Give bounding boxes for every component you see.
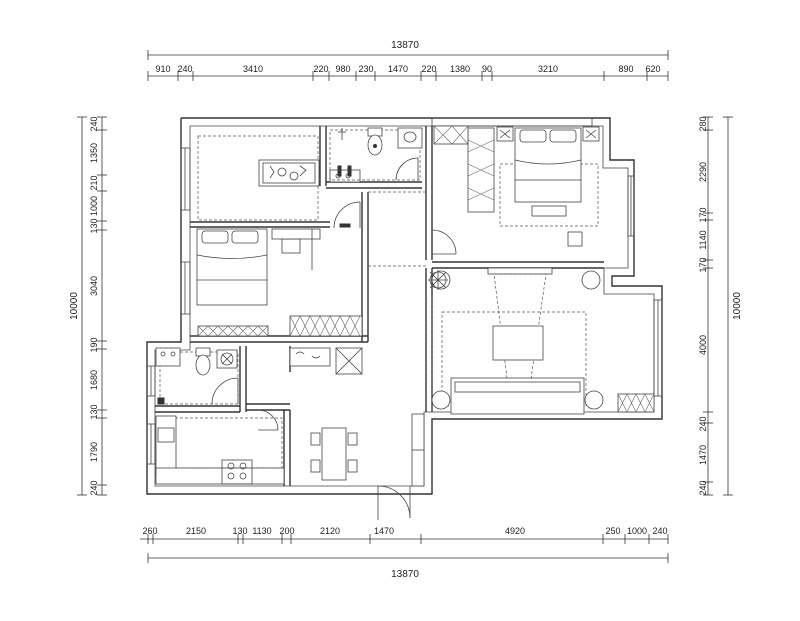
plant-icon: [428, 270, 448, 290]
top-dim-2: 240: [177, 64, 192, 74]
top-dimensions: 13870 910 240 3410 220 980 230 1470 220 …: [147, 40, 669, 81]
right-dim-1: 280: [698, 116, 708, 131]
left-dim-8: 1680: [89, 370, 99, 390]
left-dim-9: 130: [89, 404, 99, 419]
bottom-dim-9: 250: [605, 526, 620, 536]
bottom-dim-1: 260: [142, 526, 157, 536]
right-dimensions: 280 2290 170 1140 170 4000 240 1470 240 …: [698, 116, 743, 495]
left-dim-3: 210: [89, 175, 99, 190]
top-dim-12: 890: [618, 64, 633, 74]
left-total-dimension: 10000: [69, 292, 80, 320]
top-dim-1: 910: [155, 64, 170, 74]
master-bedroom: [431, 125, 600, 255]
bottom-dim-7: 1470: [374, 526, 394, 536]
left-dim-11: 240: [89, 480, 99, 495]
dining-table-icon: [310, 427, 358, 481]
top-dim-10: 90: [482, 64, 492, 74]
bottom-dim-3: 130: [232, 526, 247, 536]
bottom-dimensions: 260 2150 130 1130 200 2120 1470 4920 250…: [140, 526, 669, 580]
top-dim-3: 3410: [243, 64, 263, 74]
left-dim-6: 3040: [89, 276, 99, 296]
right-dim-5: 170: [698, 257, 708, 272]
left-dim-10: 1790: [89, 442, 99, 462]
top-dim-6: 230: [358, 64, 373, 74]
left-dimensions: 10000 240 1350 210 1000 130 3040 190 168…: [69, 116, 107, 496]
living-room: [428, 267, 655, 415]
dining-area: [289, 347, 425, 520]
sofa-icon: [450, 377, 585, 415]
toilet-icon: [367, 127, 383, 156]
left-dim-4: 1000: [89, 196, 99, 216]
left-dim-2: 1350: [89, 143, 99, 163]
top-dim-11: 3210: [538, 64, 558, 74]
bottom-dim-6: 2120: [320, 526, 340, 536]
wardrobe: [467, 127, 495, 213]
bed-icon: [196, 228, 268, 306]
bottom-dim-4: 1130: [252, 526, 271, 536]
right-dim-6: 4000: [698, 335, 708, 355]
washer-icon: [216, 349, 238, 369]
top-total-dimension: 13870: [391, 40, 419, 51]
washbasin-icon: [397, 127, 423, 149]
bottom-dim-10: 1000: [627, 526, 647, 536]
top-dim-13: 620: [645, 64, 660, 74]
corridor: [368, 191, 426, 267]
left-dim-1: 240: [89, 116, 99, 131]
left-bathroom: [155, 347, 239, 405]
toilet-icon-2: [195, 347, 211, 376]
right-dim-3: 170: [698, 207, 708, 222]
right-dim-2: 2290: [698, 162, 708, 182]
double-bed-icon: [514, 127, 582, 203]
bedroom-2: [196, 201, 363, 337]
top-dim-4: 220: [313, 64, 328, 74]
right-dim-7: 240: [698, 416, 708, 431]
bottom-dim-2: 2150: [186, 526, 206, 536]
left-dim-7: 190: [89, 337, 99, 352]
exterior-walls: [146, 117, 663, 495]
bottom-dim-8: 4920: [505, 526, 525, 536]
bottom-dim-5: 200: [279, 526, 294, 536]
bottom-total-dimension: 13870: [391, 569, 419, 580]
top-dim-5: 980: [335, 64, 350, 74]
kitchen: [155, 409, 285, 485]
right-dim-9: 240: [698, 480, 708, 495]
top-dim-8: 220: [421, 64, 436, 74]
balcony-cabinet: [617, 393, 655, 413]
right-dim-8: 1470: [698, 445, 708, 465]
left-dim-5: 130: [89, 218, 99, 233]
bedroom-1: [197, 135, 361, 221]
top-dim-9: 1380: [450, 64, 470, 74]
top-bathroom: [329, 127, 423, 181]
right-total-dimension: 10000: [732, 292, 743, 320]
stove-icon: [221, 459, 253, 485]
top-dim-7: 1470: [388, 64, 408, 74]
right-dim-4: 1140: [698, 230, 708, 249]
bottom-dim-11: 240: [652, 526, 667, 536]
crib-icon: [258, 159, 320, 187]
windows: [146, 117, 663, 465]
